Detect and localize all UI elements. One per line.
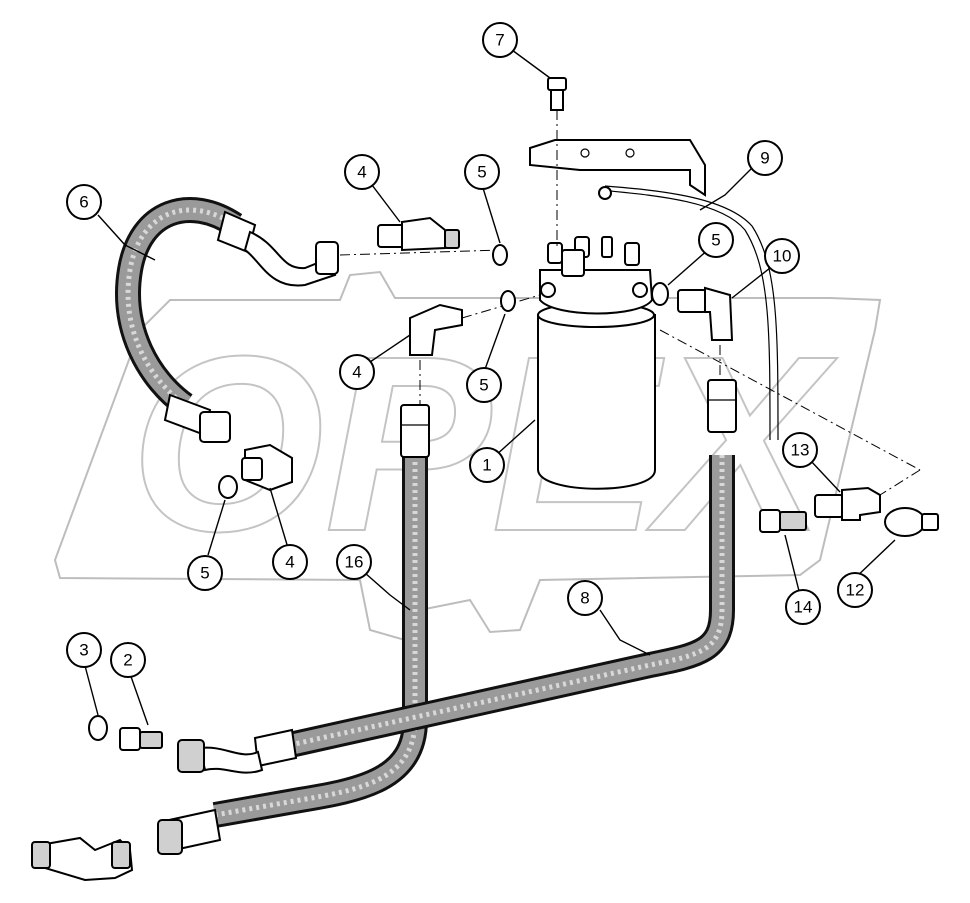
svg-text:10: 10 <box>773 247 792 266</box>
hose-16 <box>157 404 430 855</box>
callout-4-center: 4 <box>339 354 375 390</box>
callout-5-center: 5 <box>466 367 502 403</box>
callout-12: 12 <box>837 572 873 608</box>
sender-12 <box>659 329 939 537</box>
svg-text:5: 5 <box>477 163 486 182</box>
elbow-lower-left <box>241 443 293 492</box>
svg-text:16: 16 <box>345 553 364 572</box>
callout-5-lower: 5 <box>187 555 223 591</box>
callout-8: 8 <box>567 580 603 616</box>
elbow-center <box>409 294 541 405</box>
filter-assembly <box>537 236 656 490</box>
callout-3: 3 <box>66 632 102 668</box>
elbow-right-10 <box>677 286 734 380</box>
tee-bottom-left <box>31 836 134 882</box>
callout-5-right: 5 <box>698 222 734 258</box>
adapter-2 <box>119 727 163 751</box>
callout-4-upper: 4 <box>344 154 380 190</box>
bracket <box>529 110 706 250</box>
hose-6 <box>115 197 339 443</box>
callout-13: 13 <box>782 432 818 468</box>
svg-text:5: 5 <box>711 231 720 250</box>
svg-text:5: 5 <box>479 376 488 395</box>
svg-text:7: 7 <box>495 31 504 50</box>
svg-text:12: 12 <box>846 581 865 600</box>
svg-text:1: 1 <box>482 456 491 475</box>
callout-2: 2 <box>110 642 146 678</box>
tee-13 <box>814 486 881 521</box>
wire-9 <box>598 185 779 441</box>
svg-text:4: 4 <box>352 363 361 382</box>
callout-1: 1 <box>469 447 505 483</box>
callout-4-lower: 4 <box>272 544 308 580</box>
watermark: OPEX <box>53 270 882 642</box>
svg-text:9: 9 <box>760 149 769 168</box>
callout-7: 7 <box>482 22 518 58</box>
elbow-upper-left <box>339 216 501 256</box>
svg-text:2: 2 <box>123 651 132 670</box>
svg-text:3: 3 <box>79 641 88 660</box>
svg-text:14: 14 <box>794 598 813 617</box>
callout-16: 16 <box>336 544 372 580</box>
hose-8 <box>177 379 737 774</box>
callout-10: 10 <box>764 238 800 274</box>
svg-text:5: 5 <box>200 564 209 583</box>
svg-text:13: 13 <box>791 441 810 460</box>
o-rings <box>88 244 669 741</box>
sender-14 <box>759 509 807 533</box>
bolt-7 <box>547 77 567 111</box>
callout-6: 6 <box>66 184 102 220</box>
leader-lines <box>83 49 896 726</box>
callout-5-upper: 5 <box>464 154 500 190</box>
svg-text:8: 8 <box>580 589 589 608</box>
svg-text:4: 4 <box>285 553 294 572</box>
callout-9: 9 <box>747 140 783 176</box>
svg-text:4: 4 <box>357 163 366 182</box>
callout-14: 14 <box>785 589 821 625</box>
svg-text:6: 6 <box>79 193 88 212</box>
